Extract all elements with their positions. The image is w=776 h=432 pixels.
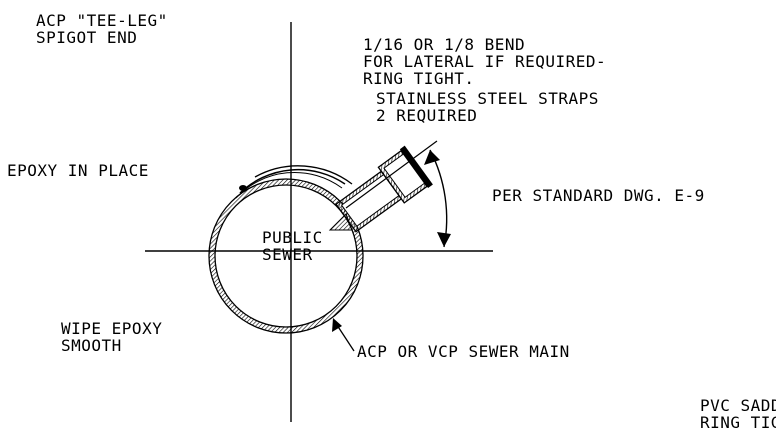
angle-extension-line xyxy=(345,140,438,209)
sewer-saddle-drawing xyxy=(145,22,493,422)
wipe-epoxy-label: WIPE EPOXY SMOOTH xyxy=(61,319,163,355)
straps-label: STAINLESS STEEL STRAPS 2 REQUIRED xyxy=(376,89,599,125)
per-standard-label: PER STANDARD DWG. E-9 xyxy=(492,186,705,205)
epoxy-in-place-label: EPOXY IN PLACE xyxy=(7,161,149,180)
lateral-tee-leg xyxy=(335,145,433,233)
public-sewer-label: PUBLIC SEWER xyxy=(262,228,323,264)
spigot-end-label: ACP "TEE-LEG" SPIGOT END xyxy=(36,11,168,47)
stainless-steel-strap xyxy=(254,165,353,185)
pvc-saddle-label: PVC SADD RING TIGH xyxy=(700,396,776,432)
epoxy-band xyxy=(239,168,346,194)
sewer-main-pipe xyxy=(208,178,364,334)
epoxy-bead xyxy=(239,185,247,191)
bend-label: 1/16 OR 1/8 BEND FOR LATERAL IF REQUIRED… xyxy=(363,35,607,88)
sewer-main-label: ACP OR VCP SEWER MAIN xyxy=(357,342,570,361)
